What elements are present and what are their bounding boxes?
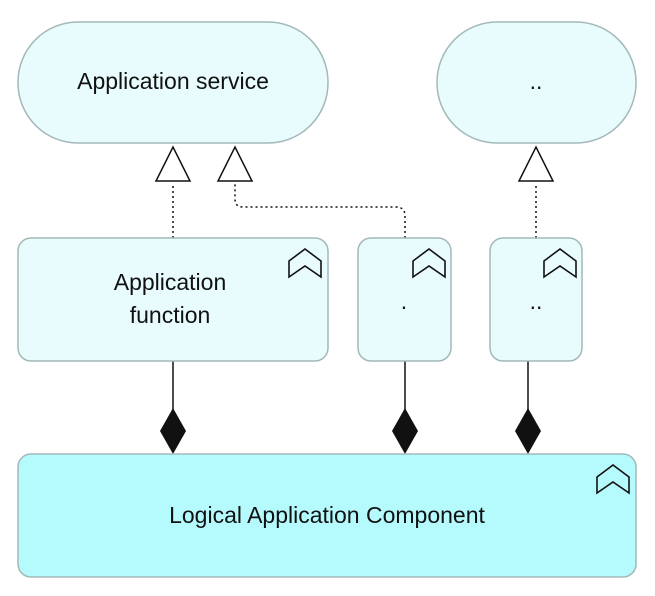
application-function-node-dotdot[interactable]: .. [489, 237, 583, 362]
application-service-secondary-label: .. [530, 68, 543, 94]
realization-arrowhead [216, 145, 254, 182]
function-chevron-icon [412, 248, 446, 279]
realization-function-to-service [154, 145, 192, 238]
application-function-node-dot[interactable]: . [357, 237, 452, 362]
function-chevron-icon [596, 464, 630, 495]
application-function-dot-label: . [401, 288, 407, 314]
composition-diamond [392, 408, 418, 454]
logical-application-component-node[interactable]: Logical Application Component [17, 453, 637, 578]
logical-application-component-label: Logical Application Component [169, 502, 485, 528]
application-function-node[interactable]: Application function [17, 237, 329, 362]
composition-component-to-dot-function [392, 361, 418, 454]
function-chevron-icon [543, 248, 577, 279]
composition-diamond [515, 408, 541, 454]
application-service-label: Application service [77, 68, 269, 94]
realization-dotdot-function-to-service [517, 145, 555, 238]
function-chevron-icon [288, 248, 322, 279]
realization-arrowhead [154, 145, 192, 182]
composition-component-to-function [160, 361, 186, 454]
application-service-node[interactable]: Application service [17, 21, 329, 144]
composition-component-to-dotdot-function [515, 361, 541, 454]
application-function-dotdot-label: .. [530, 288, 543, 314]
application-function-label-line2: function [130, 302, 211, 328]
composition-diamond [160, 408, 186, 454]
application-function-label-line1: Application [114, 269, 227, 295]
realization-dot-function-to-service [216, 145, 406, 238]
application-service-node-secondary[interactable]: .. [436, 21, 637, 144]
realization-arrowhead [517, 145, 555, 182]
